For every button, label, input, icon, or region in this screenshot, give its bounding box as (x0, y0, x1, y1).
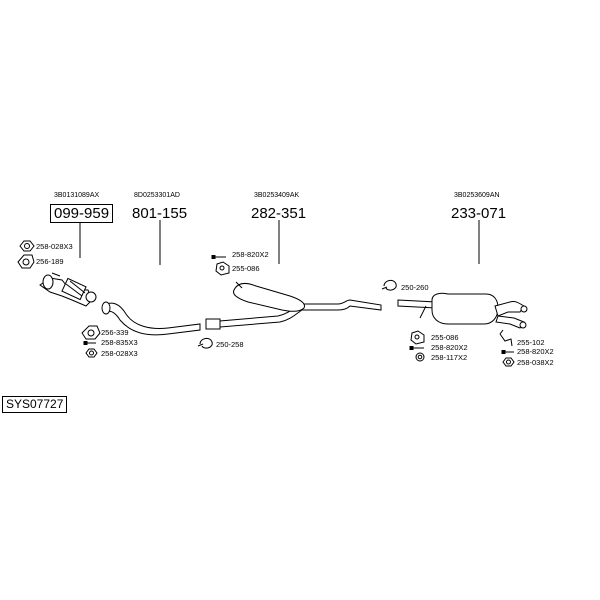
clamp-icon (197, 337, 213, 349)
hanger-icon (215, 261, 230, 276)
front-pipe (101, 301, 201, 336)
part-number-link[interactable]: 282-351 (251, 205, 307, 222)
accessory-label[interactable]: 258-117X2 (431, 353, 468, 362)
nut-icon (85, 348, 98, 358)
bolt-icon (409, 346, 424, 350)
gasket-icon (81, 325, 101, 340)
accessory-label[interactable]: 256-189 (36, 257, 64, 266)
accessory-label[interactable]: 258-820X2 (431, 343, 468, 352)
accessory-label[interactable]: 256-339 (101, 328, 129, 337)
nut-icon (19, 240, 35, 252)
bolt-icon (211, 255, 226, 259)
accessory-label[interactable]: 258-835X3 (101, 338, 138, 347)
accessory-label[interactable]: 258-028X3 (101, 349, 138, 358)
nut-icon (502, 357, 515, 367)
accessory-label[interactable]: 250-260 (401, 283, 429, 292)
bolt-icon (83, 341, 96, 345)
accessory-label[interactable]: 258-820X2 (517, 347, 554, 356)
accessory-label[interactable]: 258-028X3 (36, 242, 73, 251)
hanger-icon (410, 330, 425, 345)
accessory-label[interactable]: 255-102 (517, 338, 545, 347)
bolt-icon (501, 350, 514, 354)
clamp-icon (381, 279, 397, 291)
accessory-label[interactable]: 255-086 (431, 333, 459, 342)
accessory-label[interactable]: 258-038X2 (517, 358, 554, 367)
gasket-icon (17, 254, 35, 269)
oe-number: 3B0253609AN (454, 192, 500, 199)
accessory-label[interactable]: 258-820X2 (232, 250, 269, 259)
washer-icon (415, 352, 425, 362)
hanger-icon (499, 329, 513, 347)
part-number-link[interactable]: 801-155 (132, 205, 188, 222)
part-number-link[interactable]: 233-071 (451, 205, 507, 222)
oe-number: 3B0131089AX (54, 192, 100, 199)
oe-number: 8D0253301AD (134, 192, 180, 199)
middle-silencer (205, 281, 382, 330)
part-number-link[interactable]: 099-959 (50, 204, 114, 223)
accessory-label[interactable]: 250-258 (216, 340, 244, 349)
catalytic-converter (39, 272, 97, 307)
system-code: SYS07727 (2, 396, 68, 414)
rear-silencer (397, 292, 528, 329)
oe-number: 3B0253409AK (254, 192, 300, 199)
accessory-label[interactable]: 255-086 (232, 264, 260, 273)
